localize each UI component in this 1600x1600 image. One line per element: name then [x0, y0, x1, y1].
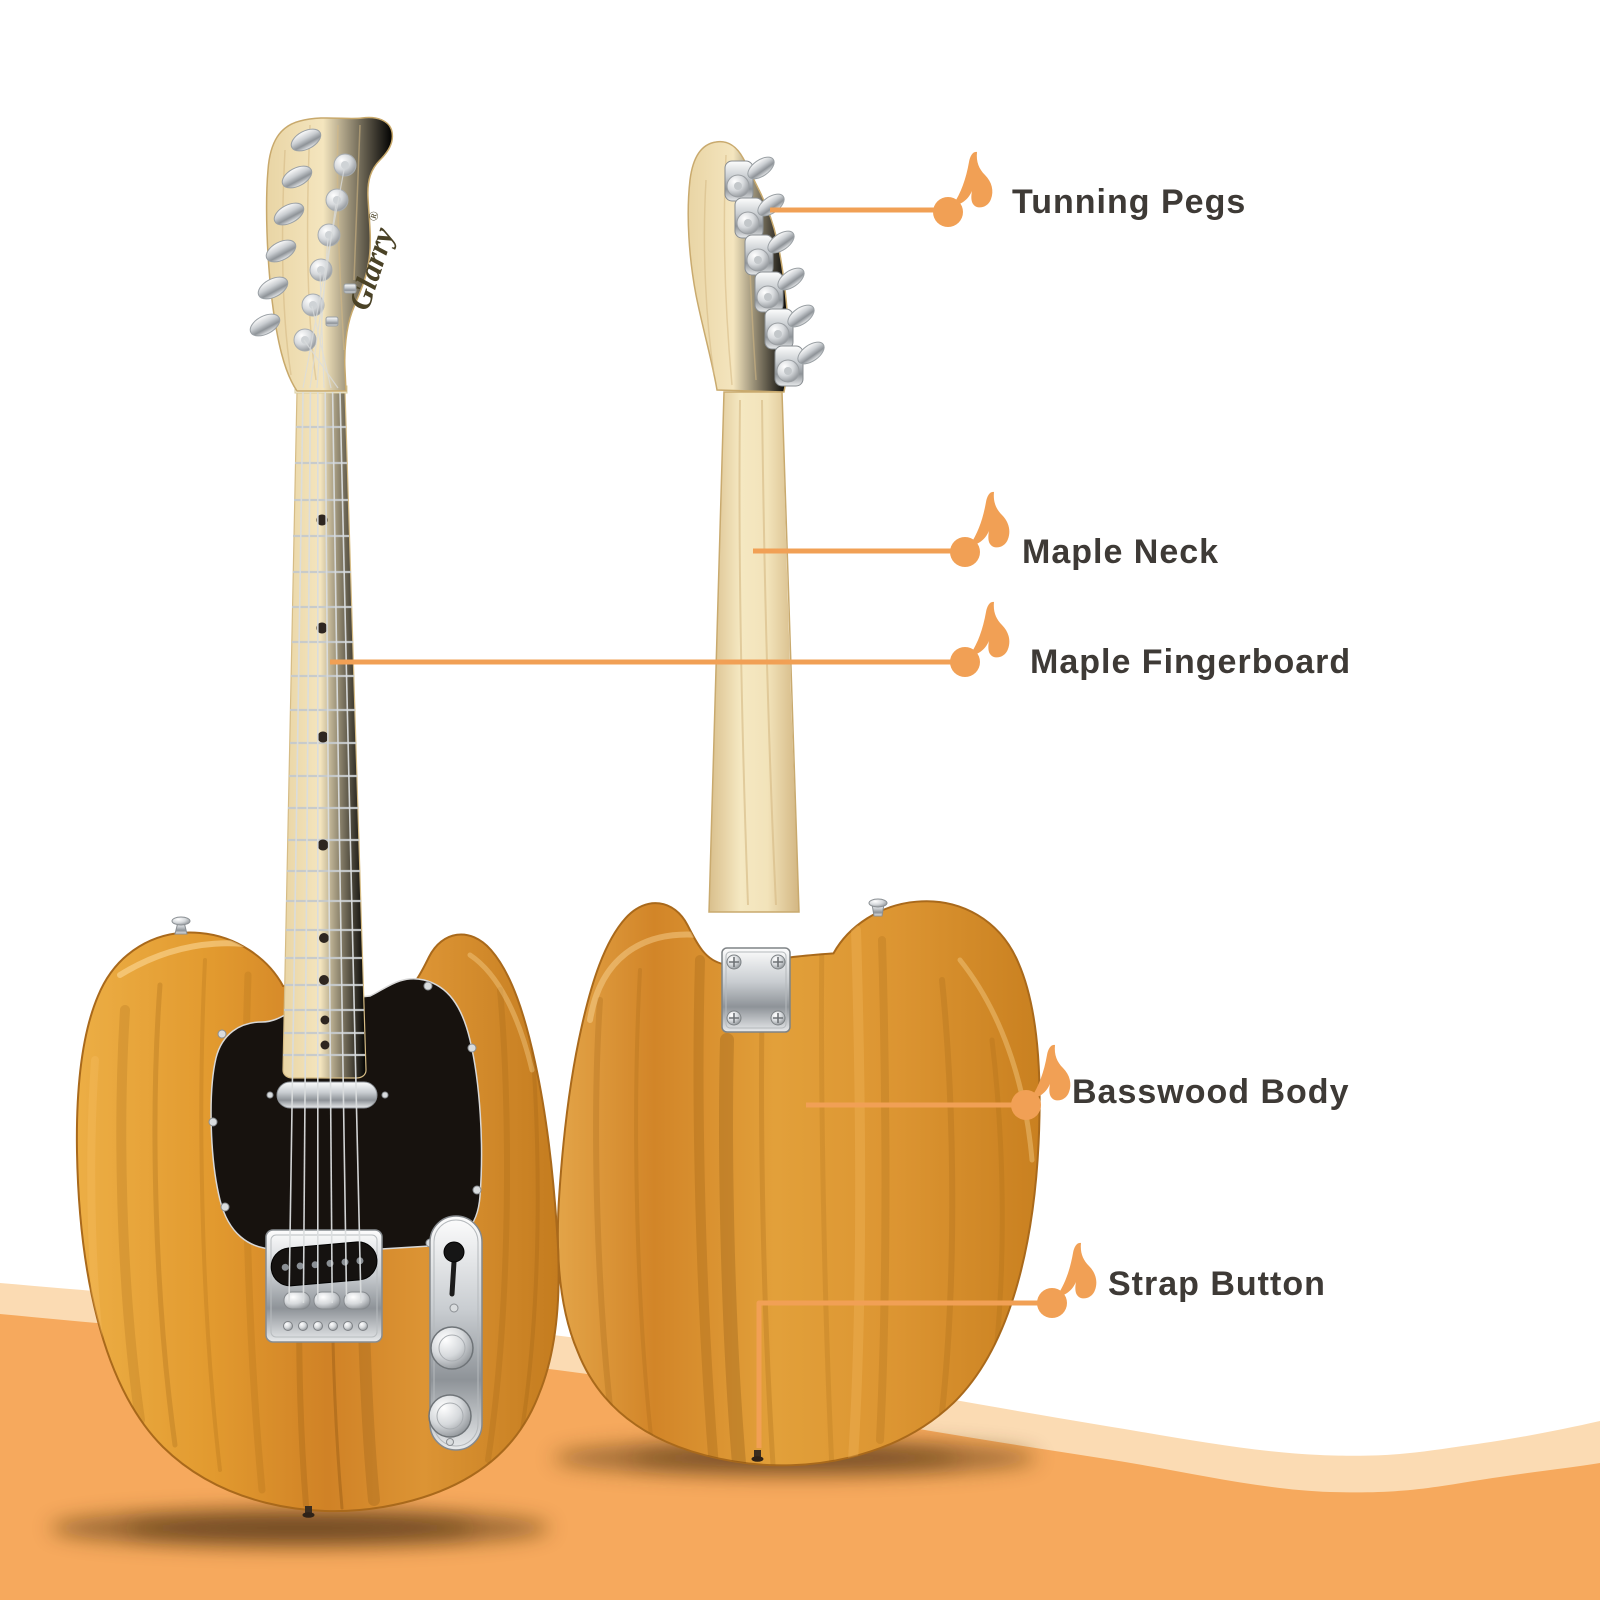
callout-label-text: Maple Fingerboard — [1030, 643, 1352, 681]
string-trees — [325, 283, 357, 327]
strap-button-back — [868, 898, 888, 917]
callout-label-tuning-pegs: Tunning Pegs — [1012, 180, 1246, 224]
tone-knob — [428, 1394, 472, 1438]
callout-label-text: Tunning Pegs — [1012, 183, 1247, 221]
callout-label-text: Strap Button — [1108, 1265, 1326, 1303]
neck-pickup — [276, 1081, 378, 1109]
guitar-back-view — [556, 140, 1041, 1467]
music-note-icon — [950, 601, 1010, 677]
music-note-icon — [1037, 1242, 1097, 1318]
callout-label-strap-button: Strap Button — [1108, 1262, 1326, 1306]
wood-grain-back — [587, 925, 1035, 1466]
strap-pin-bottom-back — [751, 1450, 764, 1462]
strings — [288, 169, 362, 1304]
callout-label-maple-neck: Maple Neck — [1022, 530, 1219, 574]
maple-neck-back — [708, 391, 800, 913]
music-note-icon — [950, 491, 1010, 567]
frets — [283, 425, 365, 1057]
callout-label-maple-fingerboard: Maple Fingerboard — [1030, 640, 1351, 684]
pickup-selector-switch — [449, 1259, 457, 1297]
neck-grain — [738, 399, 777, 906]
tuning-machines-back — [724, 156, 825, 387]
fret-dot-inlays — [316, 514, 330, 1050]
callout-line-strap-button — [756, 1300, 1052, 1448]
callout-label-text: Maple Neck — [1022, 533, 1220, 571]
music-note-icon — [933, 151, 993, 227]
registered-mark: ® — [365, 209, 382, 223]
callout-lines — [330, 207, 1052, 1448]
strap-pin-bottom-front — [302, 1506, 315, 1518]
bridge-assembly — [265, 1229, 383, 1343]
bridge-saddles — [283, 1291, 371, 1310]
guitar-front-view: Glarry ® — [75, 116, 560, 1518]
volume-knob — [430, 1326, 474, 1370]
strap-button-front — [171, 916, 191, 935]
callout-label-basswood-body: Basswood Body — [1072, 1070, 1349, 1114]
neck-plate — [721, 947, 791, 1033]
bridge-screws — [283, 1321, 368, 1331]
basswood-body-back — [556, 900, 1041, 1467]
pickguard — [208, 977, 483, 1253]
headstock-front: Glarry ® — [249, 116, 401, 392]
callout-label-text: Basswood Body — [1072, 1073, 1350, 1111]
control-plate — [428, 1215, 483, 1451]
